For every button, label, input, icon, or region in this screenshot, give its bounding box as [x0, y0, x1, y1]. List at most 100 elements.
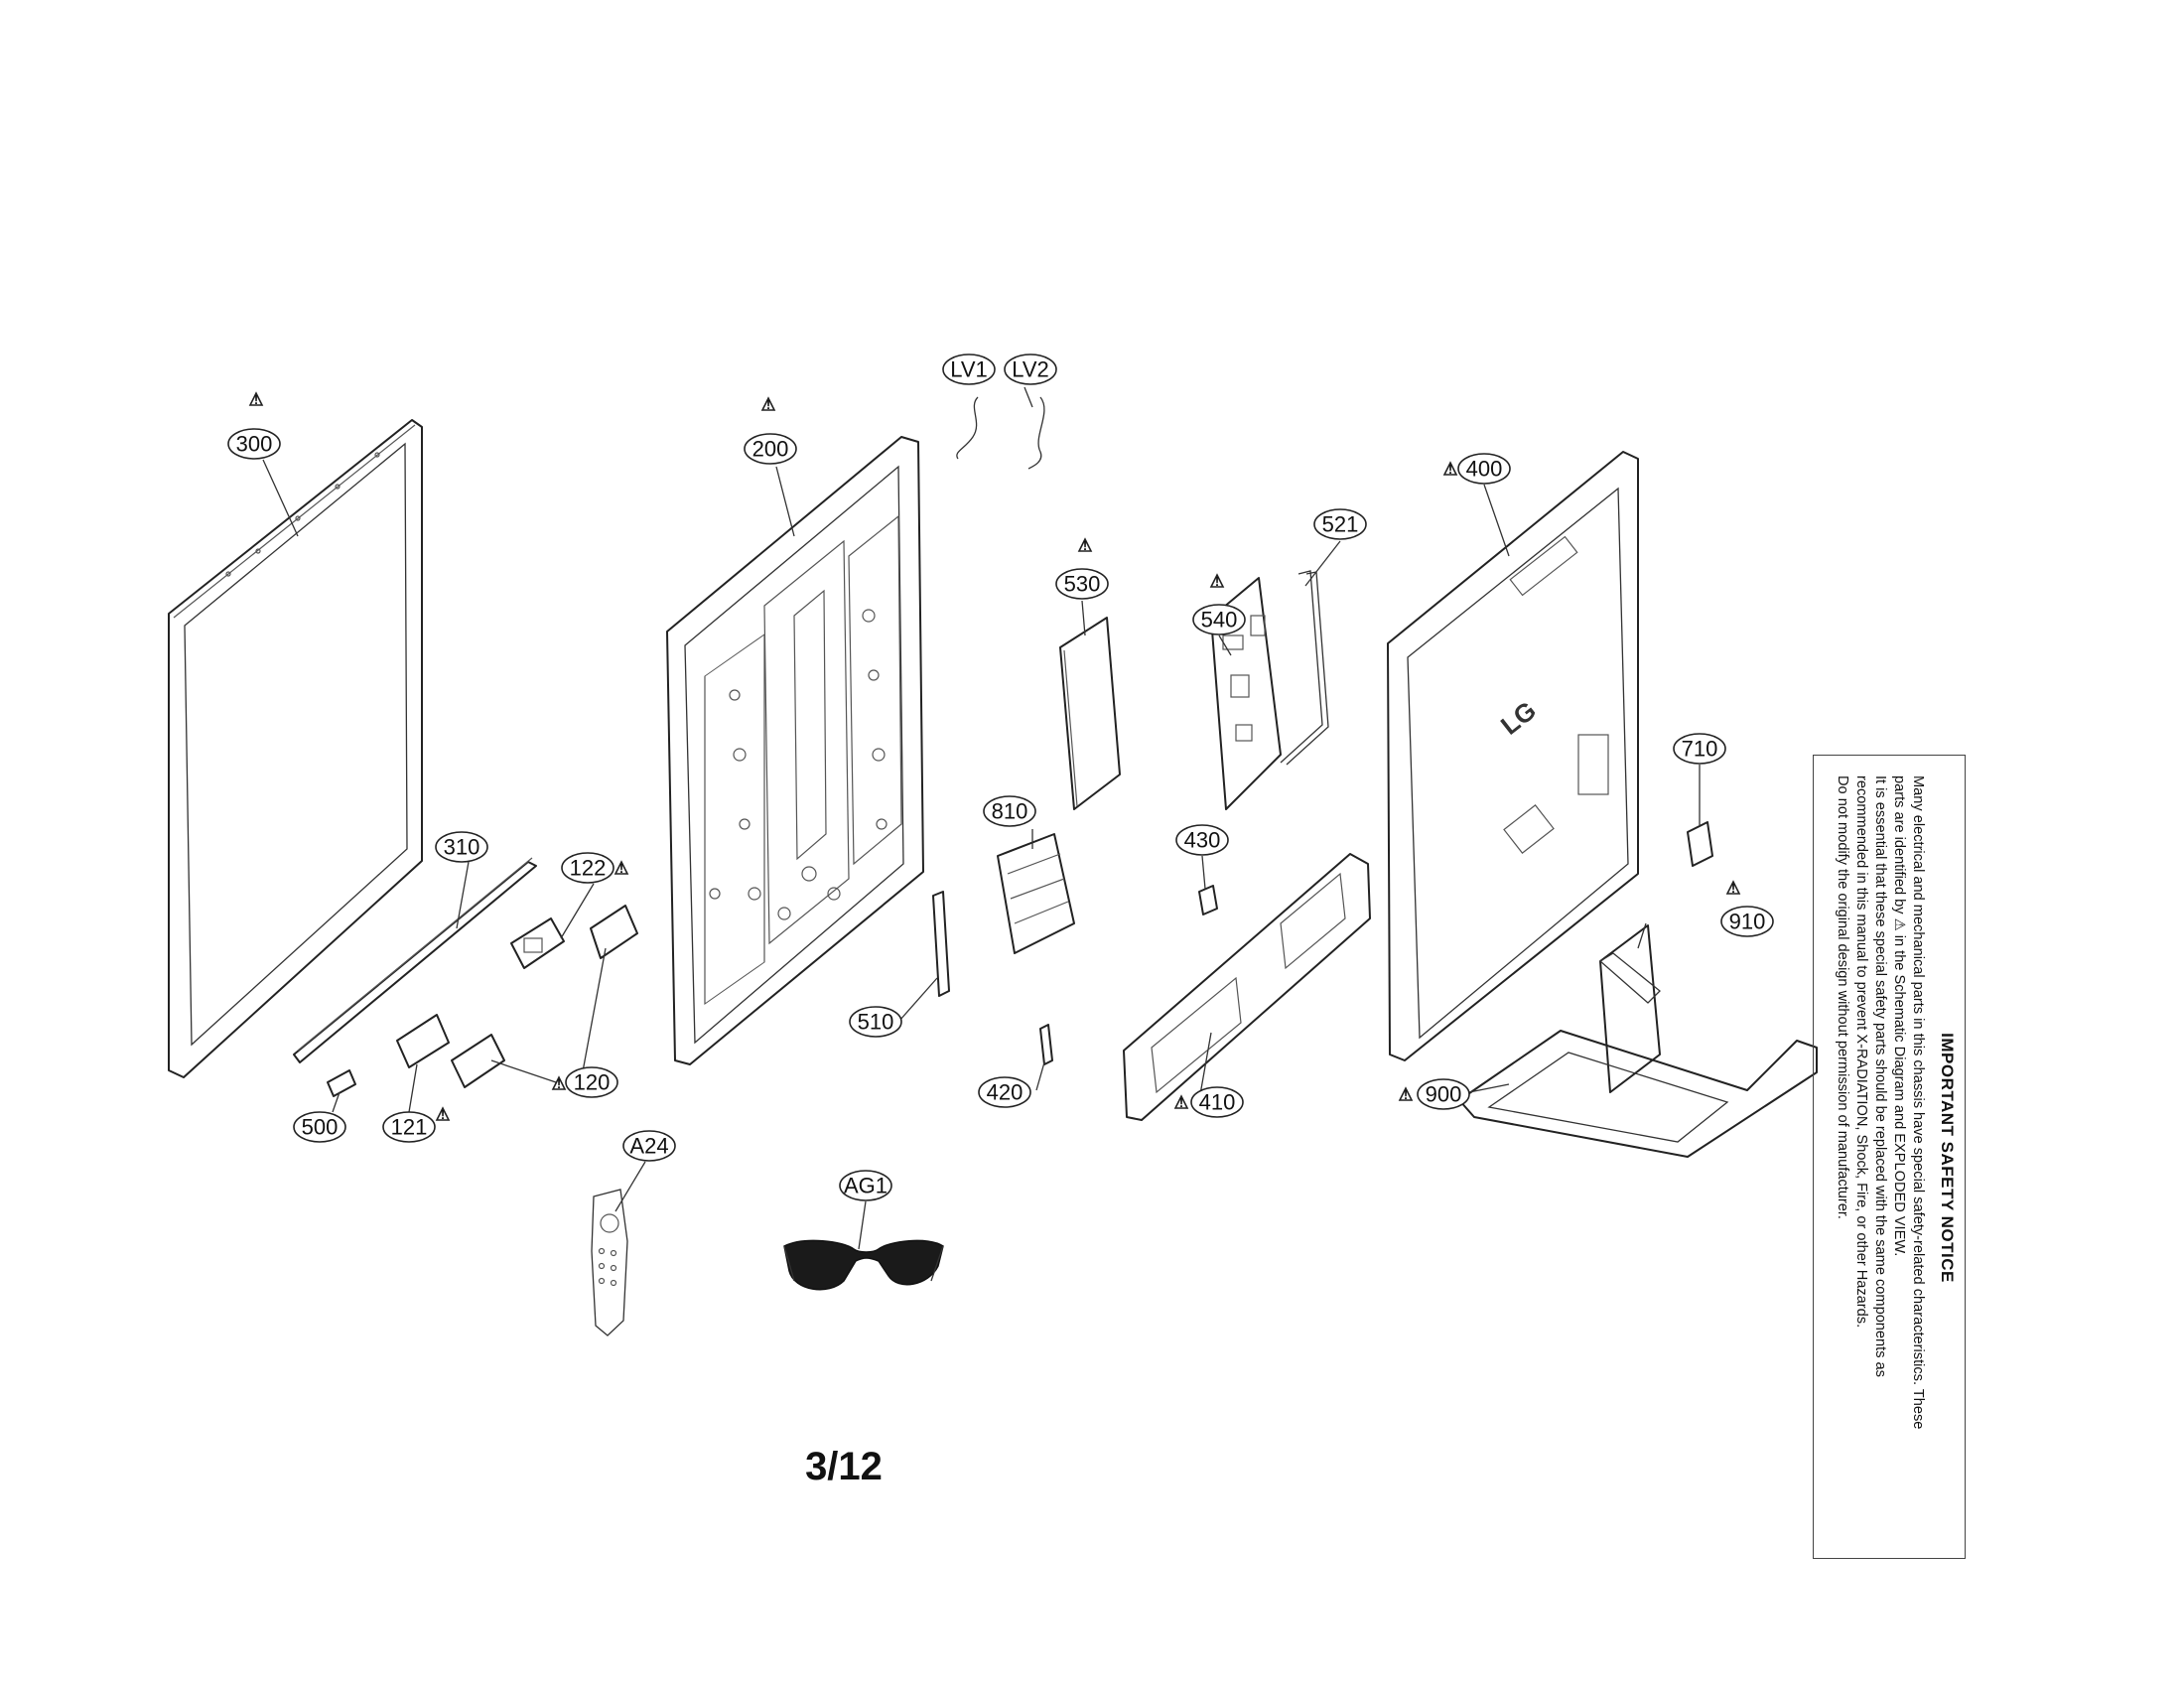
- svg-text:!: !: [1404, 1087, 1408, 1102]
- hinge-121: [396, 1014, 450, 1068]
- callout-410: 410: [1190, 1086, 1244, 1118]
- svg-text:710: 710: [1682, 737, 1718, 762]
- ir-board-430: [1198, 885, 1218, 915]
- callout-a24: A24: [622, 1130, 676, 1162]
- callout-120: 120: [565, 1066, 618, 1098]
- bracket-710: [1687, 821, 1713, 867]
- small-board-420: [1039, 1024, 1053, 1065]
- svg-text:410: 410: [1199, 1090, 1236, 1115]
- svg-text:530: 530: [1064, 572, 1101, 597]
- svg-text:A24: A24: [629, 1134, 668, 1159]
- safety-notice-body: Many electrical and mechanical parts in …: [1833, 775, 1927, 1540]
- svg-text:121: 121: [391, 1115, 428, 1140]
- svg-text:400: 400: [1466, 457, 1503, 482]
- warning-icon: !: [614, 860, 629, 876]
- svg-text:!: !: [1179, 1095, 1183, 1110]
- warning-icon: !: [435, 1106, 451, 1122]
- side-board-510: [932, 891, 950, 997]
- warning-icon: !: [551, 1075, 567, 1091]
- warning-icon: !: [760, 396, 776, 412]
- svg-text:!: !: [766, 397, 770, 412]
- glasses-ag1: [783, 1239, 944, 1291]
- svg-text:AG1: AG1: [844, 1174, 887, 1198]
- clip-500: [327, 1069, 356, 1097]
- callout-910: 910: [1720, 906, 1774, 937]
- svg-text:120: 120: [574, 1070, 611, 1095]
- callout-lv1: LV1: [942, 353, 996, 385]
- svg-text:810: 810: [992, 799, 1028, 824]
- callout-521: 521: [1313, 508, 1367, 540]
- svg-text:910: 910: [1729, 910, 1766, 934]
- svg-text:300: 300: [236, 432, 273, 457]
- safety-notice-title: IMPORTANT SAFETY NOTICE: [1938, 1033, 1957, 1283]
- svg-text:!: !: [1731, 881, 1735, 896]
- chassis-plate-200: [666, 436, 924, 1065]
- front-bezel-300: [168, 419, 423, 1078]
- safety-notice-line: It is essential that these special safet…: [1872, 775, 1888, 1377]
- hinge-120a: [590, 905, 638, 959]
- callout-900: 900: [1417, 1078, 1470, 1110]
- page-number: 3/12: [805, 1445, 883, 1488]
- callout-122: 122: [561, 852, 614, 884]
- cable-lv2: [1027, 396, 1045, 470]
- safety-notice-line: recommended in this manual to prevent X-…: [1853, 775, 1869, 1329]
- svg-text:LV1: LV1: [950, 357, 988, 382]
- svg-text:122: 122: [570, 856, 607, 881]
- warning-icon: !: [1209, 573, 1225, 589]
- svg-text:!: !: [1448, 462, 1452, 477]
- svg-text:500: 500: [302, 1115, 339, 1140]
- ffc-cable-521: [1280, 570, 1329, 766]
- hinge-120b: [451, 1034, 505, 1088]
- callout-420: 420: [978, 1076, 1031, 1108]
- svg-text:200: 200: [752, 437, 789, 462]
- brand-logo: LG: [1495, 695, 1542, 741]
- svg-text:LV2: LV2: [1012, 357, 1049, 382]
- svg-text:!: !: [1083, 538, 1087, 553]
- callout-500: 500: [293, 1111, 346, 1143]
- leader-lines: [262, 386, 1701, 1250]
- svg-text:!: !: [254, 392, 258, 407]
- warning-triangles: ! ! ! ! ! ! ! ! ! ! !: [248, 391, 1741, 1122]
- warning-icon: !: [248, 391, 264, 407]
- svg-text:510: 510: [858, 1010, 894, 1035]
- svg-text:420: 420: [987, 1080, 1024, 1105]
- callout-310: 310: [435, 831, 488, 863]
- warning-icon: !: [1077, 537, 1093, 553]
- callout-lv2: LV2: [1004, 353, 1057, 385]
- power-board-530: [1059, 617, 1121, 810]
- safety-notice-content: IMPORTANT SAFETY NOTICE Many electrical …: [1814, 756, 1967, 1560]
- callout-ag1: AG1: [839, 1170, 892, 1201]
- callout-121: 121: [382, 1111, 436, 1143]
- callout-430: 430: [1175, 824, 1229, 856]
- bracket-810: [997, 833, 1075, 954]
- warning-icon: !: [1442, 461, 1458, 477]
- hinge-122: [510, 917, 565, 969]
- svg-text:!: !: [557, 1076, 561, 1091]
- svg-text:900: 900: [1426, 1082, 1462, 1107]
- svg-text:521: 521: [1322, 512, 1359, 537]
- svg-text:!: !: [1215, 574, 1219, 589]
- callout-300: 300: [227, 428, 281, 460]
- warning-icon: !: [1398, 1086, 1414, 1102]
- callout-400: 400: [1457, 453, 1511, 485]
- callout-530: 530: [1055, 568, 1109, 600]
- svg-text:310: 310: [444, 835, 480, 860]
- svg-text:540: 540: [1201, 608, 1238, 633]
- stand-base-900: [1458, 1030, 1818, 1158]
- cable-lv1: [956, 396, 979, 460]
- safety-notice-line: parts are identified by ⚠ in the Schemat…: [1891, 775, 1907, 1257]
- svg-text:!: !: [619, 861, 623, 876]
- stand-neck-910: [1598, 924, 1661, 1093]
- safety-notice-line: Many electrical and mechanical parts in …: [1910, 775, 1926, 1430]
- warning-icon: !: [1725, 880, 1741, 896]
- callout-710: 710: [1673, 733, 1726, 765]
- callout-510: 510: [849, 1006, 902, 1038]
- speaker-bar-410: [1123, 853, 1371, 1121]
- svg-text:!: !: [441, 1107, 445, 1122]
- rail-310: [293, 857, 537, 1063]
- main-board-540: [1210, 577, 1282, 810]
- remote-control-a24: [591, 1189, 628, 1336]
- safety-notice-line: Do not modify the original design withou…: [1835, 775, 1850, 1219]
- svg-text:430: 430: [1184, 828, 1221, 853]
